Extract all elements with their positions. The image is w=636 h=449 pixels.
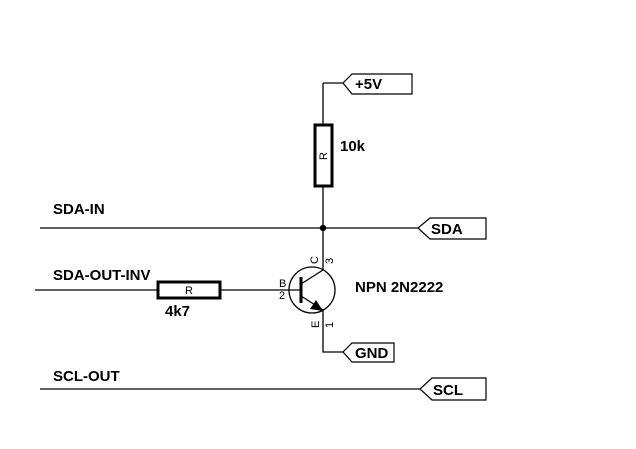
vcc-port (342, 73, 413, 95)
base-resistor-value: 4k7 (165, 303, 190, 320)
pin-collector-letter: C (309, 256, 321, 264)
sda-out-inv-label: SDA-OUT-INV (53, 267, 151, 284)
pin-base-num: 2 (279, 290, 285, 302)
base-resistor-symbol: R (185, 285, 193, 297)
sda-in-label: SDA-IN (53, 201, 105, 218)
emitter-to-gnd-wire (322, 310, 343, 353)
pin-base-letter: B (279, 278, 286, 290)
pullup-resistor-symbol: R (318, 152, 330, 160)
sda-port-label: SDA (431, 221, 463, 238)
pin-emitter-letter: E (310, 321, 322, 328)
npn-transistor (288, 266, 336, 314)
sda-port (417, 217, 487, 240)
pullup-resistor-value: 10k (340, 138, 366, 155)
vcc-port-label: +5V (355, 76, 382, 93)
gnd-port-label: GND (355, 345, 389, 362)
pin-emitter-num: 1 (324, 322, 336, 328)
transistor-part-label: NPN 2N2222 (355, 279, 443, 296)
vcc-wire (322, 82, 343, 125)
pin-collector-num: 3 (324, 258, 336, 264)
transistor-body (288, 266, 336, 314)
gnd-port (342, 342, 395, 363)
emitter-arrow (310, 300, 323, 311)
transistor-collector-lead (300, 269, 324, 285)
scl-port-label: SCL (433, 382, 463, 399)
scl-out-label: SCL-OUT (53, 368, 120, 385)
scl-port (419, 377, 487, 401)
